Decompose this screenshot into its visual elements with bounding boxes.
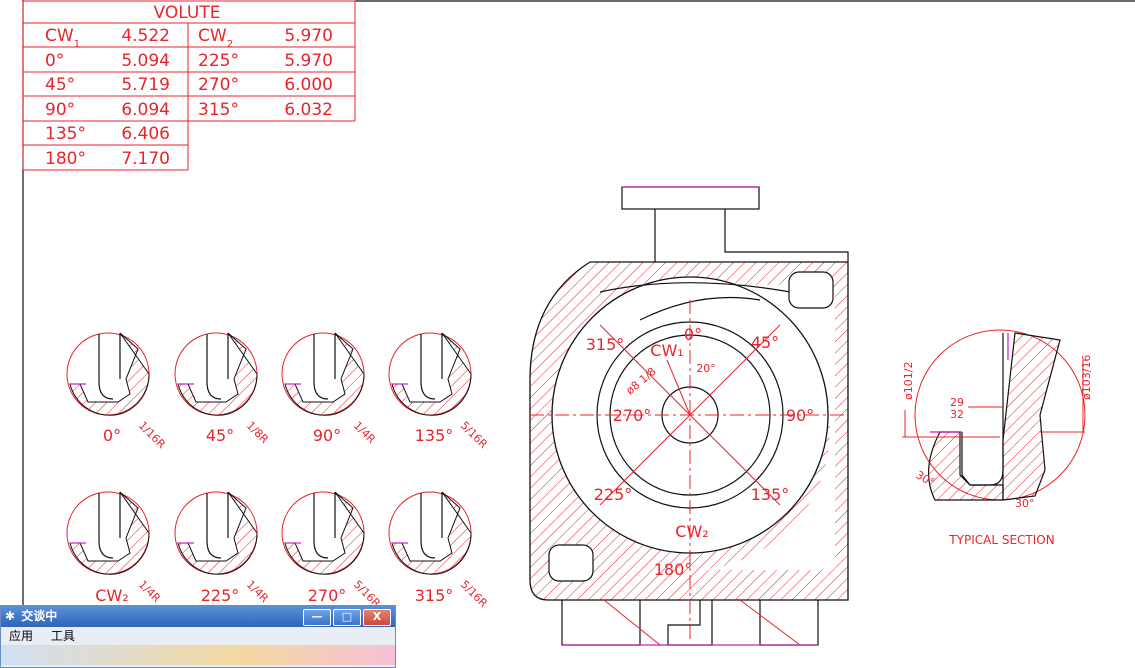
volute-cell: 6.000 [284,75,333,95]
maximize-button[interactable]: □ [333,609,361,626]
section-angle-label: 270° [308,586,347,605]
section-angle-label: 225° [201,586,240,605]
section-radius-label: 5/16R [458,419,490,451]
section-view: 270°5/16R [281,491,383,610]
discharge-flange [621,186,760,210]
typical-dia-right: ø103/16 [1080,355,1093,400]
volute-cell: 7.170 [121,149,170,169]
section-angle-label: 90° [313,426,341,445]
cutwater [639,296,761,321]
main-angle-20: 20° [696,362,716,375]
volute-table-title: VOLUTE [154,3,221,23]
minimize-button[interactable]: — [303,609,331,626]
main-angle-0: 0° [684,325,702,344]
section-view: 45° 1/8R [174,332,271,446]
typical-dia-left: ø101/2 [902,362,915,400]
section-radius-label: 5/16R [458,578,490,610]
main-angle-315: 315° [586,335,625,354]
main-cw1-label: CW₁ [650,341,683,360]
section-view: 90° 1/4R [281,332,378,446]
volute-cell: 5.970 [284,51,333,71]
volute-cell: 5.970 [284,26,333,46]
typical-section-title: TYPICAL SECTION [948,533,1054,547]
section-radius-label: 1/4R [244,578,271,605]
volute-cell: 4.522 [121,26,170,46]
section-angle-label: 315° [415,586,454,605]
section-radius-label: 1/16R [136,419,168,451]
volute-cell: 135° [45,124,86,144]
chat-toolbar [1,645,395,665]
casing-pocket-top [788,271,834,309]
volute-cell: 6.406 [121,124,170,144]
menu-item-apps[interactable]: 应用 [9,629,34,643]
casing-pocket-bottom [548,544,594,582]
volute-cell: 0° [45,51,64,71]
chat-window[interactable]: ✱ 交谈中 — □ X 应用 工具 [0,605,396,668]
main-cw2-label: CW₂ [675,522,708,541]
volute-cell: 5.094 [121,51,170,71]
section-angle-label: CW₂ [95,586,128,605]
section-view: CW₂ 1/4R [66,491,163,605]
volute-table: VOLUTE [22,0,356,171]
volute-cell: CW1 [45,26,80,50]
main-angle-135: 135° [751,485,790,504]
volute-cell: 90° [45,100,75,120]
volute-table-cells: CW1 4.522 CW2 5.970 0° 5.094 225° 5.970 45° 5.719… [45,26,333,169]
volute-cell: 45° [45,75,75,95]
chat-window-title: 交谈中 [21,609,58,623]
section-angle-label: 0° [103,426,121,445]
volute-cell: 270° [198,75,239,95]
chat-menubar: 应用 工具 [1,627,395,645]
volute-cell: 225° [198,51,239,71]
volute-main-view: 0° 45° 90° 135° 180° 225° 270° 315° CW₁ … [529,186,849,646]
section-radius-label: 1/8R [244,419,271,446]
typical-width-den: 32 [950,408,964,421]
volute-cell: 6.094 [121,100,170,120]
chat-window-titlebar[interactable]: ✱ 交谈中 — □ X [1,606,395,627]
typical-width-num: 29 [950,396,964,409]
menu-item-tools[interactable]: 工具 [50,629,75,643]
main-angle-90: 90° [786,406,814,425]
volute-cell: 180° [45,149,86,169]
volute-cell: 6.032 [284,100,333,120]
main-angle-270: 270° [613,406,652,425]
section-angle-label: 45° [206,426,234,445]
section-radius-label: 1/4R [351,419,378,446]
volute-cell: 315° [198,100,239,120]
section-view: 135°5/16R [388,332,490,451]
volute-cell: 5.719 [121,75,170,95]
close-button[interactable]: X [363,609,391,626]
section-view: 315°5/16R [388,491,490,610]
main-angle-180: 180° [654,560,693,579]
main-angle-225: 225° [594,485,633,504]
chat-app-icon: ✱ [5,609,16,623]
typical-angle-right: 30° [1015,497,1035,510]
section-radius-label: 1/4R [136,578,163,605]
section-view: 225°1/4R [174,491,271,605]
section-angle-label: 135° [415,426,454,445]
typical-section-view: ø101/2 ø103/16 29 32 30° 30° TYPICAL SEC… [902,329,1093,547]
section-view: 0° 1/16R [66,332,168,451]
volute-cell: CW2 [198,26,233,50]
main-angle-45: 45° [751,333,779,352]
